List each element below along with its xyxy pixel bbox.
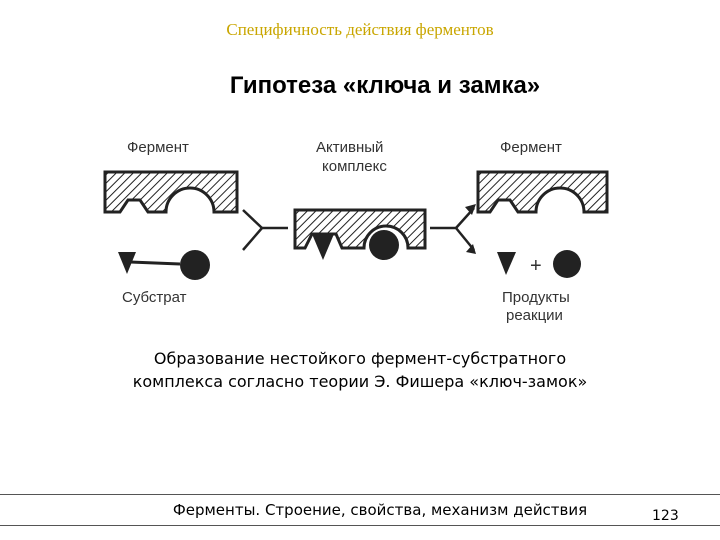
arrow-into-complex <box>242 209 288 251</box>
caption-line-2: комплекса согласно теории Э. Фишера «клю… <box>132 372 588 391</box>
active-complex-label-line1: Активный <box>316 139 383 156</box>
products-label-line2: реакции <box>506 307 563 324</box>
arrow-out-of-complex <box>430 207 475 251</box>
arrowhead-upper <box>465 204 476 215</box>
caption-line-1: Образование нестойкого фермент-субстратн… <box>153 349 567 368</box>
footer-bottom-rule <box>0 525 720 526</box>
footer-text: Ферменты. Строение, свойства, механизм д… <box>172 501 588 519</box>
page-number: 123 <box>652 508 679 524</box>
active-complex-label-line2: комплекс <box>322 158 387 175</box>
arrowhead-lower <box>466 244 476 254</box>
reaction-products <box>497 250 581 278</box>
enzyme-left-shape <box>103 170 239 214</box>
enzyme-right-label: Фермент <box>500 139 562 156</box>
active-complex-shape <box>293 208 427 260</box>
slide-subtitle: Специфичность действия ферментов <box>226 20 494 39</box>
enzyme-right-shape <box>476 170 609 214</box>
substrate-molecule <box>118 250 210 280</box>
plus-sign: + <box>530 255 542 277</box>
footer-top-rule <box>0 494 720 495</box>
enzyme-left-label: Фермент <box>127 139 189 156</box>
substrate-label: Субстрат <box>122 289 187 306</box>
figure-caption: Образование нестойкого фермент-субстратн… <box>0 347 720 393</box>
slide-title: Гипотеза «ключа и замка» <box>229 72 541 99</box>
products-label-line1: Продукты <box>502 289 570 306</box>
